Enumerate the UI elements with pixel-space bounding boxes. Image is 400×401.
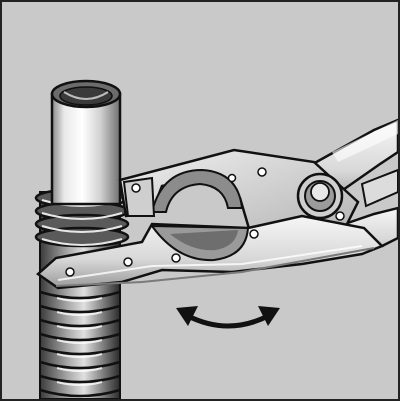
rotate-arrow-icon: [176, 306, 280, 329]
pivot-bolt-icon: [296, 172, 344, 220]
crimping-pliers-icon: [35, 118, 398, 290]
metal-pipe-icon: [50, 79, 122, 206]
